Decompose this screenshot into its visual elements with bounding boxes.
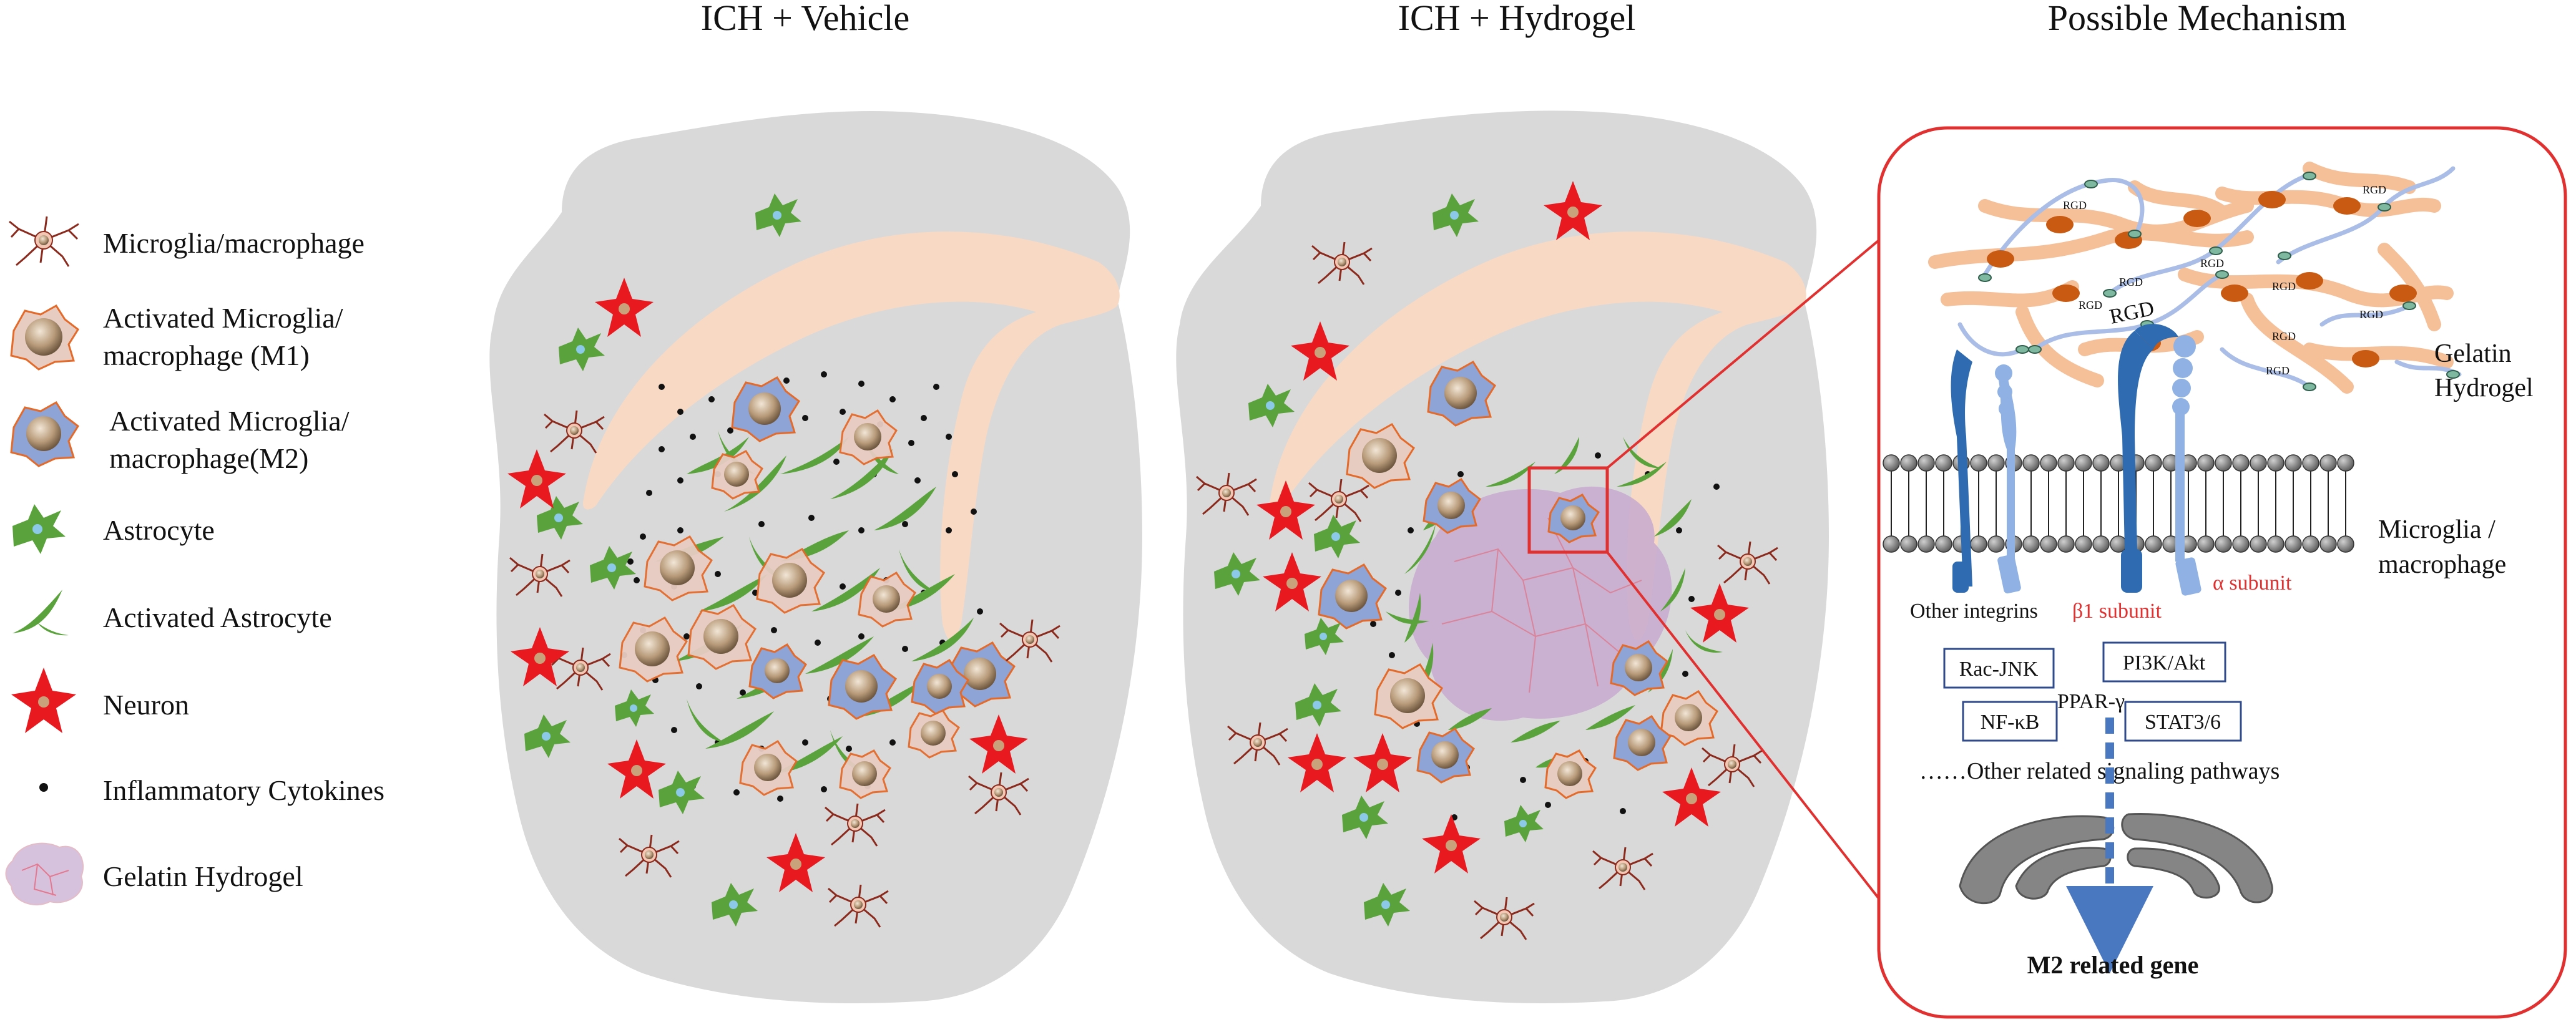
legend-activated-astrocyte-icon xyxy=(12,590,69,636)
rgd-label: RGD xyxy=(2119,276,2143,288)
rac-jnk-label: Rac-JNK xyxy=(1959,658,2039,681)
legend-neuron-icon xyxy=(11,668,76,733)
vehicle-brain-section xyxy=(489,111,1142,1004)
zoom-connector-lines xyxy=(1606,223,1899,900)
legend-astrocyte-label: Astrocyte xyxy=(103,514,215,546)
legend-m2-icon xyxy=(10,401,79,467)
legend-activated-astrocyte-label: Activated Astrocyte xyxy=(103,601,332,633)
legend-m2-label-line2: macrophage(M2) xyxy=(109,442,308,474)
rgd-labels: RGD RGD RGD RGD RGD RGD RGD RGD RGD xyxy=(2063,183,2386,377)
hydrogel-panel-title: ICH + Hydrogel xyxy=(1398,0,1636,38)
legend-neuron-label: Neuron xyxy=(103,689,189,721)
gelatin-hydrogel-label-line1: Gelatin xyxy=(2434,339,2512,368)
rgd-label: RGD xyxy=(2079,299,2102,311)
other-integrins-label: Other integrins xyxy=(1910,600,2038,623)
stat-label: STAT3/6 xyxy=(2145,711,2221,734)
hydrogel-microglia xyxy=(1196,241,1778,940)
legend-cytokine-dot xyxy=(39,783,48,792)
hydrogel-m1-microglia xyxy=(1346,422,1718,799)
legend-astrocyte-icon xyxy=(12,504,66,554)
legend-hydrogel-icon xyxy=(5,842,84,906)
vehicle-m1-microglia xyxy=(619,409,960,799)
gelatin-hydrogel-label-line2: Hydrogel xyxy=(2434,374,2534,402)
rgd-label: RGD xyxy=(2272,280,2296,293)
rgd-label: RGD xyxy=(2359,308,2383,321)
zoom-highlight-box xyxy=(1527,466,1609,554)
legend-m1-icon xyxy=(10,304,79,371)
stat-box xyxy=(2124,701,2242,742)
alpha-subunit-label: α subunit xyxy=(2213,572,2292,595)
integrin-beta1-subunit xyxy=(2118,324,2178,593)
golgi-apparatus xyxy=(1959,812,2273,905)
rgd-label: RGD xyxy=(2266,364,2290,377)
rgd-label: RGD xyxy=(2063,199,2087,212)
pi3k-akt-label: PI3K/Akt xyxy=(2123,651,2206,674)
nf-kb-box xyxy=(1962,701,2058,742)
microglia-membrane-label-line2: macrophage xyxy=(2378,550,2506,579)
vehicle-m2-microglia xyxy=(731,376,1016,720)
hydrogel-astrocytes xyxy=(1214,193,1544,927)
other-pathways-label: ……Other related signaling pathways xyxy=(1919,758,2280,784)
vehicle-astrocytes xyxy=(524,193,801,927)
gelatin-fiber-network xyxy=(1928,162,2462,394)
legend-cytokines-label: Inflammatory Cytokines xyxy=(103,774,384,806)
cell-membrane-bilayer xyxy=(1883,454,2354,553)
legend-m2-label-line1: Activated Microglia/ xyxy=(109,405,350,437)
rac-jnk-box xyxy=(1943,648,2055,689)
vehicle-panel-title: ICH + Vehicle xyxy=(701,0,909,38)
pi3k-akt-box xyxy=(2102,641,2226,683)
vehicle-neurons xyxy=(507,278,1028,892)
nf-kb-label: NF-κB xyxy=(1981,711,2040,734)
vehicle-brain-outline xyxy=(489,111,1142,1004)
integrin-other xyxy=(1951,349,2021,594)
hydrogel-ventricle xyxy=(1270,231,1806,641)
vehicle-microglia xyxy=(509,410,1060,928)
m2-related-gene-label: M2 related gene xyxy=(2027,951,2199,979)
ppar-gamma-label: PPAR-γ xyxy=(2057,690,2125,713)
legend-microglia-icon xyxy=(9,216,79,267)
microglia-membrane-label-line1: Microglia / xyxy=(2378,515,2495,544)
rgd-label: RGD xyxy=(2363,183,2386,196)
mechanism-panel: RGD RGD RGD RGD RGD RGD RGD RGD RGD RGD … xyxy=(1877,126,2567,1019)
hydrogel-implant-cracks xyxy=(1441,517,1642,693)
rgd-label: RGD xyxy=(2272,330,2296,343)
integrin-alpha-subunit xyxy=(2172,335,2201,596)
signaling-pathways xyxy=(1943,641,2242,742)
legend-m1-label-line1: Activated Microglia/ xyxy=(103,302,343,334)
hydrogel-neurons xyxy=(1256,181,1749,874)
legend-hydrogel-label: Gelatin Hydrogel xyxy=(103,860,303,892)
legend: Microglia/macrophage Activated Microglia… xyxy=(5,216,384,906)
rgd-label: RGD xyxy=(2200,257,2224,270)
hydrogel-brain-section xyxy=(1176,110,1829,1004)
mechanism-panel-title: Possible Mechanism xyxy=(2048,0,2346,38)
beta1-subunit-label: β1 subunit xyxy=(2072,600,2162,623)
legend-m1-label-line2: macrophage (M1) xyxy=(103,339,310,371)
hydrogel-m2-microglia xyxy=(1318,360,1672,784)
vehicle-ventricle xyxy=(583,231,1120,641)
legend-microglia-label: Microglia/macrophage xyxy=(103,227,365,259)
